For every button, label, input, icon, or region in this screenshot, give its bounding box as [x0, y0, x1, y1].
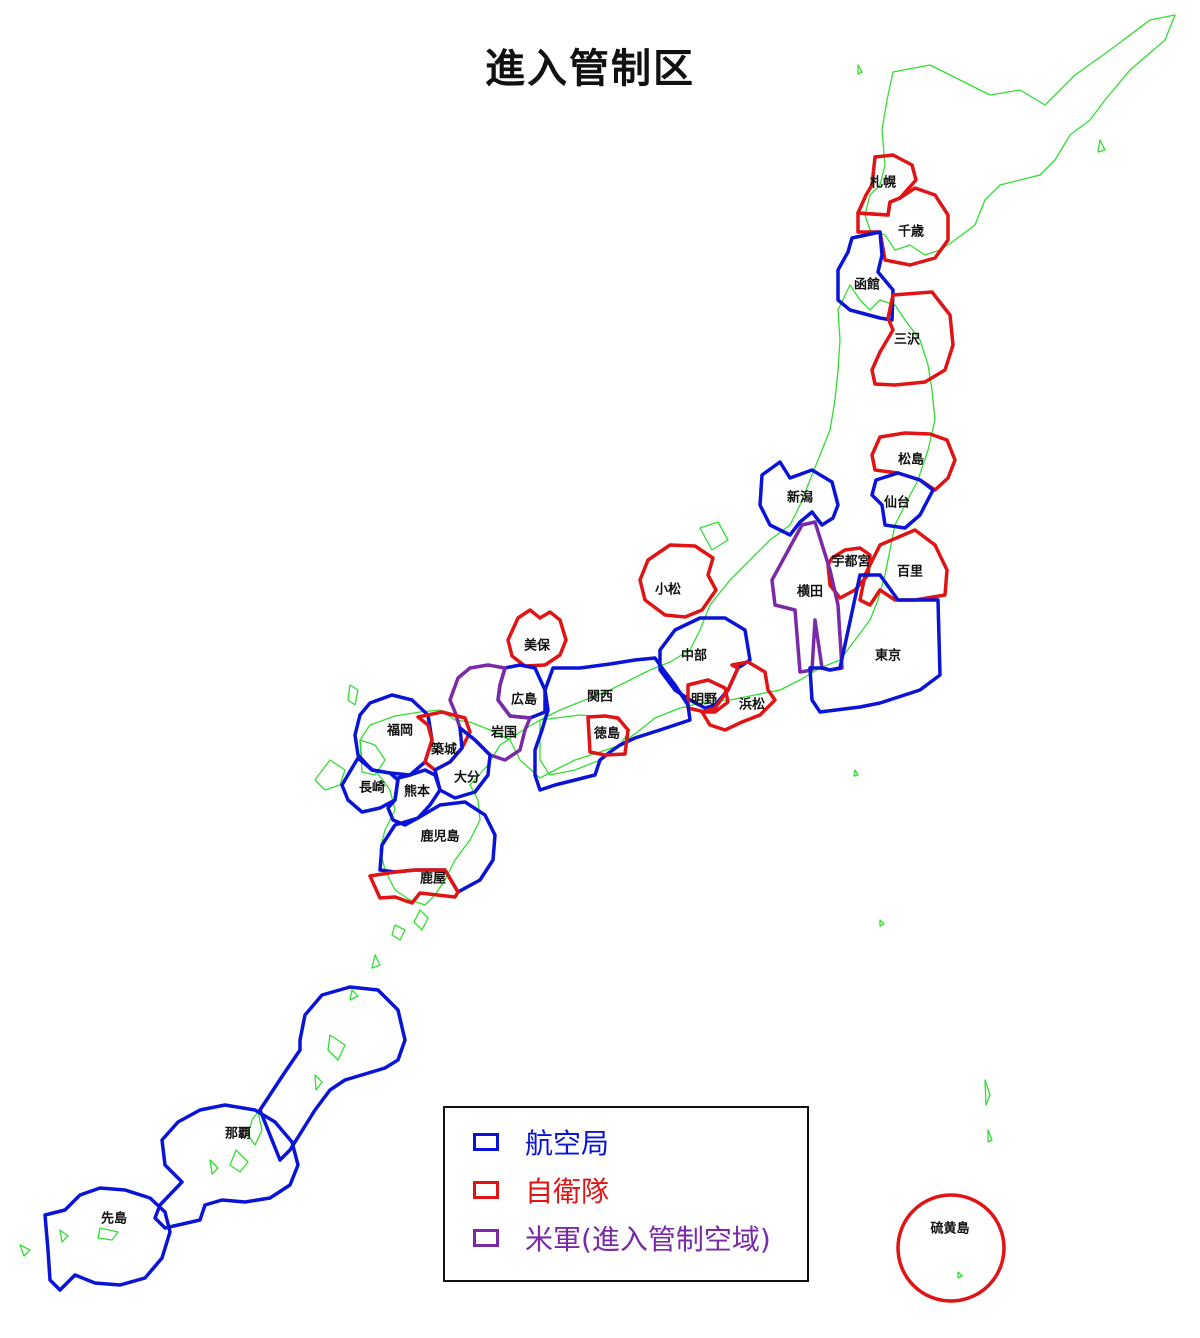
legend-label-us: 米軍(進入管制空域) [525, 1223, 771, 1256]
label-sendai: 仙台 [884, 495, 910, 511]
label-hyakuri: 百里 [897, 565, 923, 580]
label-naha: 那覇 [225, 1127, 251, 1142]
zone-nagasaki[interactable] [340, 756, 400, 814]
label-chitose: 千歳 [898, 224, 924, 240]
coastline [19, 14, 1176, 1279]
zone-misawa[interactable] [870, 290, 955, 387]
zone-sakishima[interactable] [43, 1186, 172, 1292]
legend-swatch-us [473, 1229, 499, 1247]
label-hakodate: 函館 [854, 277, 880, 293]
label-nagasaki: 長崎 [359, 780, 385, 796]
legend-item-jcab: 航空局 [473, 1122, 609, 1162]
label-kumamoto: 熊本 [404, 784, 430, 800]
zone-naha[interactable] [153, 1103, 300, 1230]
label-sapporo: 札幌 [869, 175, 896, 191]
map-title: 進入管制区 [485, 46, 695, 92]
zone-komatsu[interactable] [638, 543, 718, 619]
zone-kagoshima[interactable] [378, 800, 497, 894]
zone-tokushima[interactable] [586, 714, 630, 757]
legend-item-jsdf: 自衛隊 [473, 1170, 609, 1210]
zone-iwoto[interactable] [896, 1193, 1006, 1303]
approach-zones [43, 153, 1006, 1303]
zone-iwakuni[interactable] [448, 663, 532, 762]
label-komatsu: 小松 [655, 582, 681, 598]
label-akeno: 明野 [691, 693, 717, 708]
zone-matsushima[interactable] [870, 431, 957, 492]
label-miho: 美保 [524, 638, 551, 654]
label-chubu: 中部 [681, 648, 707, 664]
label-fukuoka: 福岡 [386, 723, 413, 739]
label-tokushima: 徳島 [593, 726, 620, 742]
zone-oita[interactable] [433, 726, 492, 800]
label-utsunomiya: 宇都宮 [831, 554, 870, 570]
zone-kansai[interactable] [533, 656, 692, 792]
zone-niigata[interactable] [758, 460, 840, 537]
label-niigata: 新潟 [787, 490, 813, 506]
zone-naha-north[interactable] [258, 985, 407, 1162]
zone-utsunomiya[interactable] [826, 546, 872, 600]
label-misawa: 三沢 [894, 332, 921, 348]
zone-kanoya[interactable] [368, 868, 460, 905]
zone-hamamatsu[interactable] [700, 660, 777, 732]
label-matsushima: 松島 [898, 452, 924, 468]
zone-akeno[interactable] [686, 678, 730, 714]
zone-miho[interactable] [506, 608, 568, 668]
legend-label-jcab: 航空局 [525, 1127, 610, 1160]
label-sakishima: 先島 [101, 1211, 127, 1227]
label-tsuiki: 築城 [430, 742, 457, 758]
label-kagoshima: 鹿児島 [420, 829, 459, 845]
label-kansai: 関西 [587, 690, 613, 705]
label-hiroshima: 広島 [511, 692, 537, 708]
label-hamamatsu: 浜松 [739, 697, 765, 713]
label-iwakuni: 岩国 [490, 725, 517, 741]
zone-kumamoto[interactable] [386, 768, 442, 827]
label-tokyo: 東京 [875, 648, 901, 664]
zone-sendai[interactable] [870, 471, 935, 530]
legend-item-us: 米軍(進入管制空域) [473, 1218, 771, 1258]
legend: 航空局 自衛隊 米軍(進入管制空域) [443, 1106, 809, 1282]
legend-swatch-jcab [473, 1133, 499, 1151]
label-yokota: 横田 [797, 584, 823, 600]
legend-label-jsdf: 自衛隊 [525, 1175, 610, 1208]
legend-swatch-jsdf [473, 1181, 499, 1199]
label-iwoto: 硫黄島 [930, 1221, 969, 1237]
zone-tokyo[interactable] [808, 573, 942, 714]
label-kanoya: 鹿屋 [420, 871, 446, 887]
zone-labels: 札幌 千歳 函館 三沢 松島 仙台 新潟 宇都宮 百里 小松 横田 東京 美保 … [101, 175, 970, 1237]
label-oita: 大分 [454, 770, 480, 786]
zone-hakodate[interactable] [836, 230, 895, 322]
